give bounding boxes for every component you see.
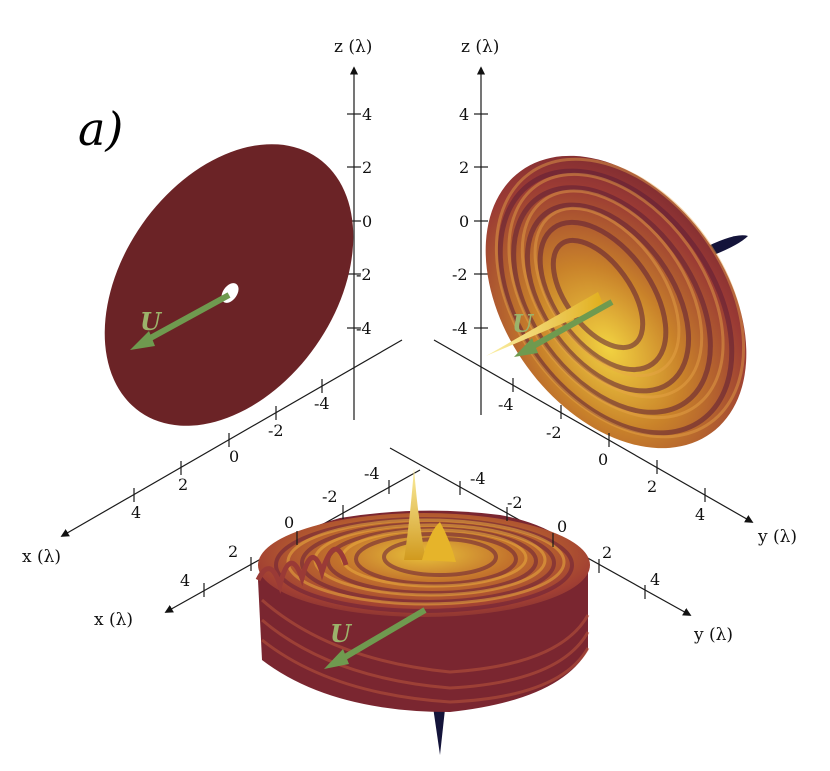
z-tick-label: 4	[459, 105, 469, 124]
x-tick-label: -4	[364, 464, 380, 483]
side-surface-panel: z (λ) 4 2 0 -2 -4	[433, 37, 797, 547]
y-axis-right-title: y (λ)	[757, 527, 797, 547]
y-tick-label: 0	[557, 517, 567, 536]
y-axis-right-ticks: -4 -2 0 2 4	[498, 378, 706, 524]
x-axis-left-ticks: 4 2 0 -2 -4	[131, 379, 330, 522]
z-axis-left-ticks: 4 2 0 -2 -4	[347, 105, 372, 338]
panel-label: a)	[78, 102, 123, 156]
z-tick-label: 0	[362, 212, 372, 231]
perspective-surface-panel: 4 2 0 -2 -4 x (λ) -4 -2 0 2 4 y (λ) U	[94, 447, 733, 755]
velocity-label: U	[512, 309, 535, 338]
x-tick-label: 0	[229, 447, 239, 466]
perspective-surface-lobe	[422, 522, 456, 562]
x-axis-bottom-ticks: 4 2 0 -2 -4	[180, 464, 390, 597]
velocity-arrow-shaft	[338, 607, 427, 663]
y-tick-label: 2	[602, 543, 612, 562]
side-surface-spike	[486, 292, 604, 356]
z-axis-right-title: z (λ)	[461, 37, 499, 57]
side-surface-body	[485, 155, 747, 449]
velocity-arrow-head	[514, 338, 538, 357]
z-axis-right-ticks: 4 2 0 -2 -4	[452, 105, 488, 338]
y-axis-right	[433, 339, 754, 523]
z-tick-label: 2	[459, 158, 469, 177]
z-axis-left-title: z (λ)	[334, 37, 372, 57]
velocity-label: U	[330, 619, 353, 648]
velocity-arrow-shaft	[143, 292, 231, 344]
z-tick-label: 0	[459, 212, 469, 231]
x-tick-label: -2	[268, 421, 284, 440]
velocity-label: U	[140, 307, 163, 336]
z-tick-label: 4	[362, 105, 372, 124]
x-tick-label: 4	[180, 571, 190, 590]
x-axis-left	[60, 339, 403, 537]
z-tick-label: 2	[362, 158, 372, 177]
y-tick-label: 0	[598, 450, 608, 469]
z-tick-label: -2	[356, 265, 372, 284]
x-axis-left-title: x (λ)	[22, 547, 61, 567]
y-tick-label: 4	[695, 505, 705, 524]
y-tick-label: -4	[498, 395, 514, 414]
x-tick-label: -2	[322, 487, 338, 506]
z-tick-label: -2	[452, 265, 468, 284]
surface-trough	[432, 700, 446, 755]
y-axis-bottom-title: y (λ)	[693, 625, 733, 645]
y-tick-label: -2	[507, 493, 523, 512]
velocity-arrow-shaft	[526, 299, 614, 352]
z-tick-label: -4	[452, 319, 468, 338]
y-tick-label: -4	[470, 469, 486, 488]
x-tick-label: 2	[228, 542, 238, 561]
x-tick-label: 2	[178, 475, 188, 494]
x-tick-label: 4	[131, 503, 141, 522]
x-tick-label: -4	[314, 394, 330, 413]
perspective-surface-side-bands	[261, 598, 590, 704]
perspective-surface-peak	[404, 468, 426, 560]
perspective-surface-edge	[255, 546, 349, 594]
velocity-arrow-head	[130, 331, 155, 350]
flat-disk-panel: z (λ) 4 2 0 -2 -4 x (λ) 4 2 0 -2 -4	[22, 37, 403, 567]
y-tick-label: -2	[546, 423, 562, 442]
x-axis-bottom-title: x (λ)	[94, 610, 133, 630]
y-tick-label: 2	[647, 477, 657, 496]
x-tick-label: 0	[284, 513, 294, 532]
velocity-arrow-head	[324, 649, 349, 669]
y-axis-bottom-ticks: -4 -2 0 2 4	[459, 469, 660, 599]
z-tick-label: -4	[356, 319, 372, 338]
y-tick-label: 4	[650, 570, 660, 589]
